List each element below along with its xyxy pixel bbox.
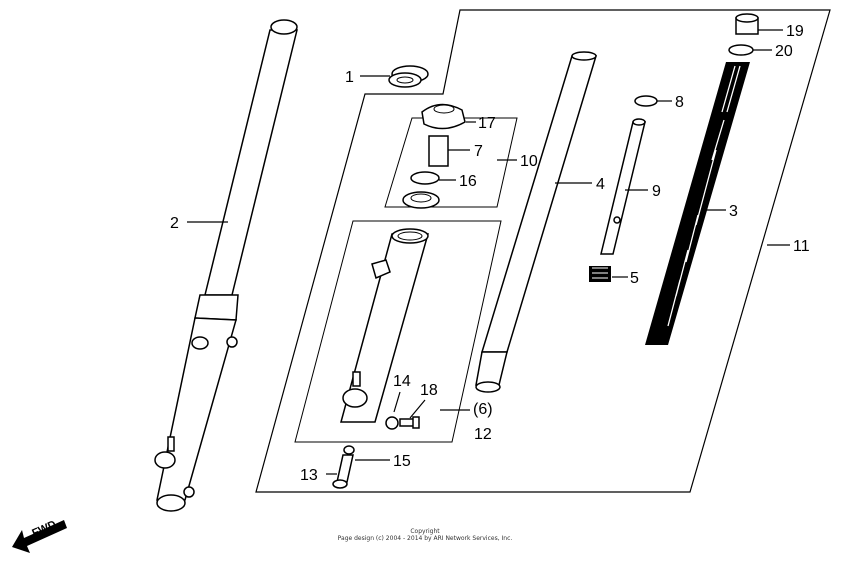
part-3-fork-spring[interactable] [645, 62, 750, 345]
callout-3: 3 [729, 203, 738, 220]
callout-5: 5 [630, 270, 639, 287]
callout-19: 19 [786, 23, 804, 40]
callout-6: (6) [473, 401, 493, 418]
leader-lines [187, 29, 790, 475]
assembly-outline-10 [384, 117, 518, 208]
part-5-rebound-spring[interactable] [589, 266, 611, 282]
callout-16: 16 [459, 173, 477, 190]
assembly-outline-12 [294, 220, 502, 443]
callout-17: 17 [478, 115, 496, 132]
forward-arrow-icon [12, 520, 67, 553]
callout-4: 4 [596, 176, 605, 193]
part-17-dust-seal[interactable] [421, 103, 466, 130]
callout-15: 15 [393, 453, 411, 470]
copyright-line-2: Page design (c) 2004 - 2014 by ARI Netwo… [337, 535, 513, 542]
callout-1: 1 [345, 69, 354, 86]
assembly-outline-11 [255, 9, 831, 493]
part-7-slider-bushing[interactable] [428, 135, 449, 167]
callout-11: 11 [793, 238, 810, 255]
copyright-line-1: Copyright [410, 528, 440, 535]
part-15-sealing-washer[interactable] [343, 445, 355, 455]
part-14-drain-washer[interactable] [385, 416, 399, 430]
part-20-o-ring[interactable] [728, 44, 754, 56]
callout-14: 14 [393, 373, 411, 390]
callout-13: 13 [300, 467, 318, 484]
part-2-fork-leg-assembly[interactable] [154, 19, 298, 512]
part-19-fork-bolt[interactable] [735, 13, 759, 35]
callout-7: 7 [474, 143, 483, 160]
part-10-backup-ring[interactable] [402, 191, 440, 209]
callout-12: 12 [474, 426, 492, 443]
part-16-circlip[interactable] [410, 171, 440, 185]
part-12-fork-slider[interactable] [340, 228, 429, 423]
callout-2: 2 [170, 215, 179, 232]
part-9-fork-piston[interactable] [600, 118, 646, 255]
part-4-fork-pipe[interactable] [475, 51, 598, 393]
callout-18: 18 [420, 382, 438, 399]
callout-8: 8 [675, 94, 684, 111]
part-8-spring-seat[interactable] [634, 95, 658, 107]
part-18-drain-bolt[interactable] [399, 416, 420, 429]
callout-10: 10 [520, 153, 538, 170]
callout-9: 9 [652, 183, 661, 200]
callout-20: 20 [775, 43, 793, 60]
part-13-socket-bolt[interactable] [332, 454, 354, 489]
part-1-oil-seal[interactable] [388, 65, 429, 88]
